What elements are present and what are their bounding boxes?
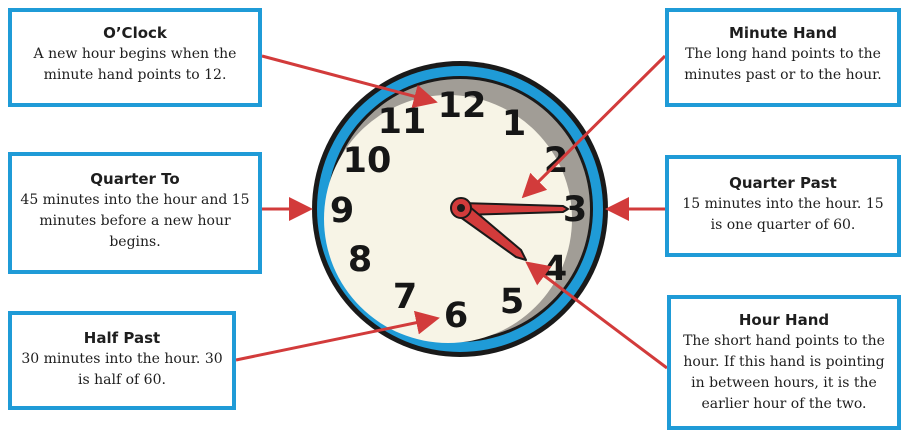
numeral-2: 2 — [544, 141, 568, 181]
callout-oclock-title: O’Clock — [103, 24, 167, 42]
numeral-9: 9 — [330, 191, 354, 231]
clock-numerals: 12 1 2 3 4 5 6 7 8 9 10 11 — [330, 86, 587, 336]
callout-quarter-past-title: Quarter Past — [729, 174, 837, 192]
callout-minute-hand-title: Minute Hand — [728, 24, 838, 42]
callout-half-past: Half Past 30 minutes into the hour. 30 i… — [8, 311, 236, 410]
callout-quarter-past: Quarter Past 15 minutes into the hour. 1… — [665, 155, 901, 257]
arrow-hour-hand — [525, 261, 668, 370]
callout-quarter-to-title: Quarter To — [90, 170, 180, 188]
numeral-5: 5 — [500, 282, 524, 322]
numeral-11: 11 — [378, 102, 427, 142]
arrow-oclock — [261, 54, 438, 108]
numeral-7: 7 — [393, 277, 417, 317]
callout-quarter-to-desc: 45 minutes into the hour and 15 minutes … — [20, 192, 250, 250]
callout-minute-hand: Minute Hand The long hand points to the … — [665, 8, 901, 107]
callout-arrows — [235, 54, 668, 370]
clock-hands — [450, 197, 569, 261]
callout-oclock-desc: A new hour begins when the minute hand p… — [33, 46, 237, 83]
callout-quarter-past-desc: 15 minutes into the hour. 15 is one quar… — [682, 196, 884, 233]
hand-pivot-center — [457, 204, 465, 212]
arrow-half-past — [235, 310, 440, 362]
callout-hour-hand-desc: The short hand points to the hour. If th… — [683, 333, 885, 412]
clock-face — [324, 95, 572, 343]
callout-half-past-desc: 30 minutes into the hour. 30 is half of … — [21, 351, 223, 388]
callout-half-past-title: Half Past — [83, 329, 161, 347]
callout-quarter-to: Quarter To 45 minutes into the hour and … — [8, 152, 262, 274]
numeral-6: 6 — [444, 296, 468, 336]
numeral-12: 12 — [438, 86, 487, 126]
callout-minute-hand-desc: The long hand points to the minutes past… — [684, 46, 882, 83]
callout-oclock: O’Clock A new hour begins when the minut… — [8, 8, 262, 107]
callout-hour-hand: Hour Hand The short hand points to the h… — [667, 295, 901, 430]
numeral-1: 1 — [502, 104, 526, 144]
arrow-minute-hand — [521, 54, 667, 199]
numeral-10: 10 — [343, 141, 392, 181]
numeral-8: 8 — [348, 240, 372, 280]
callout-hour-hand-title: Hour Hand — [738, 311, 830, 329]
